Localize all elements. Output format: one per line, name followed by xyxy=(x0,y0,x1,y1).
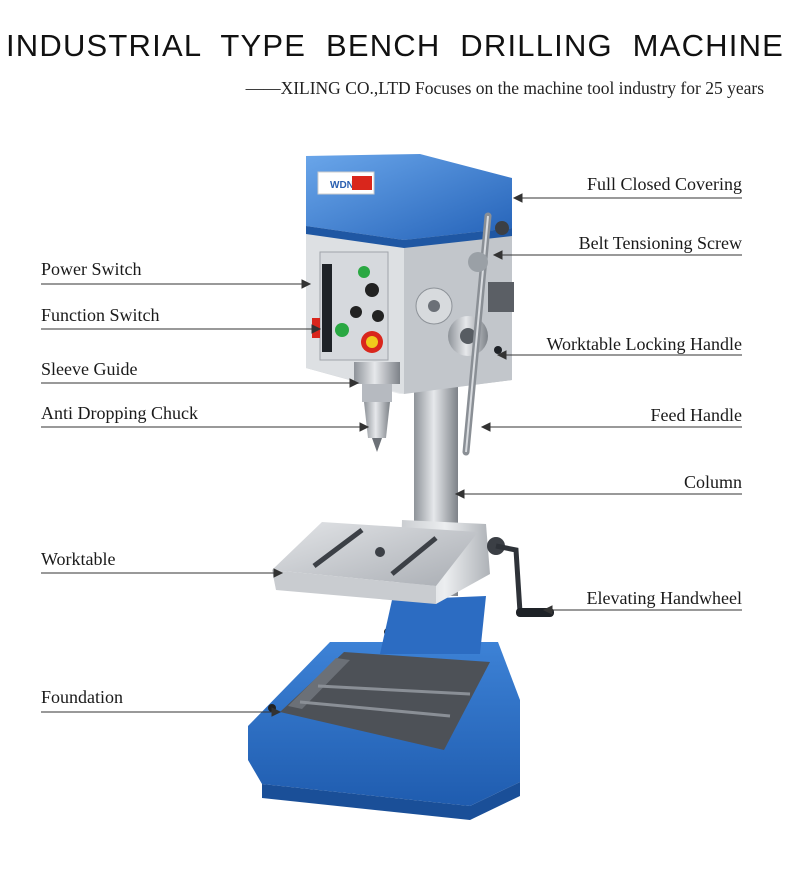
right-pointer-lines xyxy=(454,193,742,615)
selector-knob-icon xyxy=(365,283,379,297)
chuck-shape xyxy=(354,362,400,452)
label-column: Column xyxy=(683,472,742,492)
foundation-shape xyxy=(248,628,520,820)
label-foundation: Foundation xyxy=(41,687,124,707)
worktable-shape xyxy=(272,520,490,604)
label-feed-handle: Feed Handle xyxy=(650,405,742,425)
label-worktable: Worktable xyxy=(41,549,116,569)
full-closed-covering-shape: WDN xyxy=(306,154,512,248)
label-function-switch: Function Switch xyxy=(41,305,160,325)
green-indicator-icon xyxy=(358,266,370,278)
label-worktable-locking-handle: Worktable Locking Handle xyxy=(546,334,743,354)
label-elevating-handwheel: Elevating Handwheel xyxy=(586,588,742,608)
label-power-switch: Power Switch xyxy=(41,259,142,279)
label-sleeve-guide: Sleeve Guide xyxy=(41,359,138,379)
control-panel-shape xyxy=(312,251,389,361)
logo-text: WDN xyxy=(330,180,354,191)
start-button-icon xyxy=(335,323,349,337)
base-riser-shape xyxy=(380,596,486,654)
belt-tensioning-screw-icon xyxy=(495,221,509,235)
label-full-closed-covering: Full Closed Covering xyxy=(586,174,742,194)
left-pointer-lines xyxy=(41,279,370,717)
sleeve-guide-shape xyxy=(354,362,400,384)
label-belt-tensioning-screw: Belt Tensioning Screw xyxy=(578,233,742,253)
page-subtitle: ——XILING CO.,LTD Focuses on the machine … xyxy=(245,78,764,98)
label-anti-dropping-chuck: Anti Dropping Chuck xyxy=(41,403,198,423)
page-title: INDUSTRIAL TYPE BENCH DRILLING MACHINE xyxy=(5,28,785,63)
elevating-handwheel-shape xyxy=(487,537,554,617)
